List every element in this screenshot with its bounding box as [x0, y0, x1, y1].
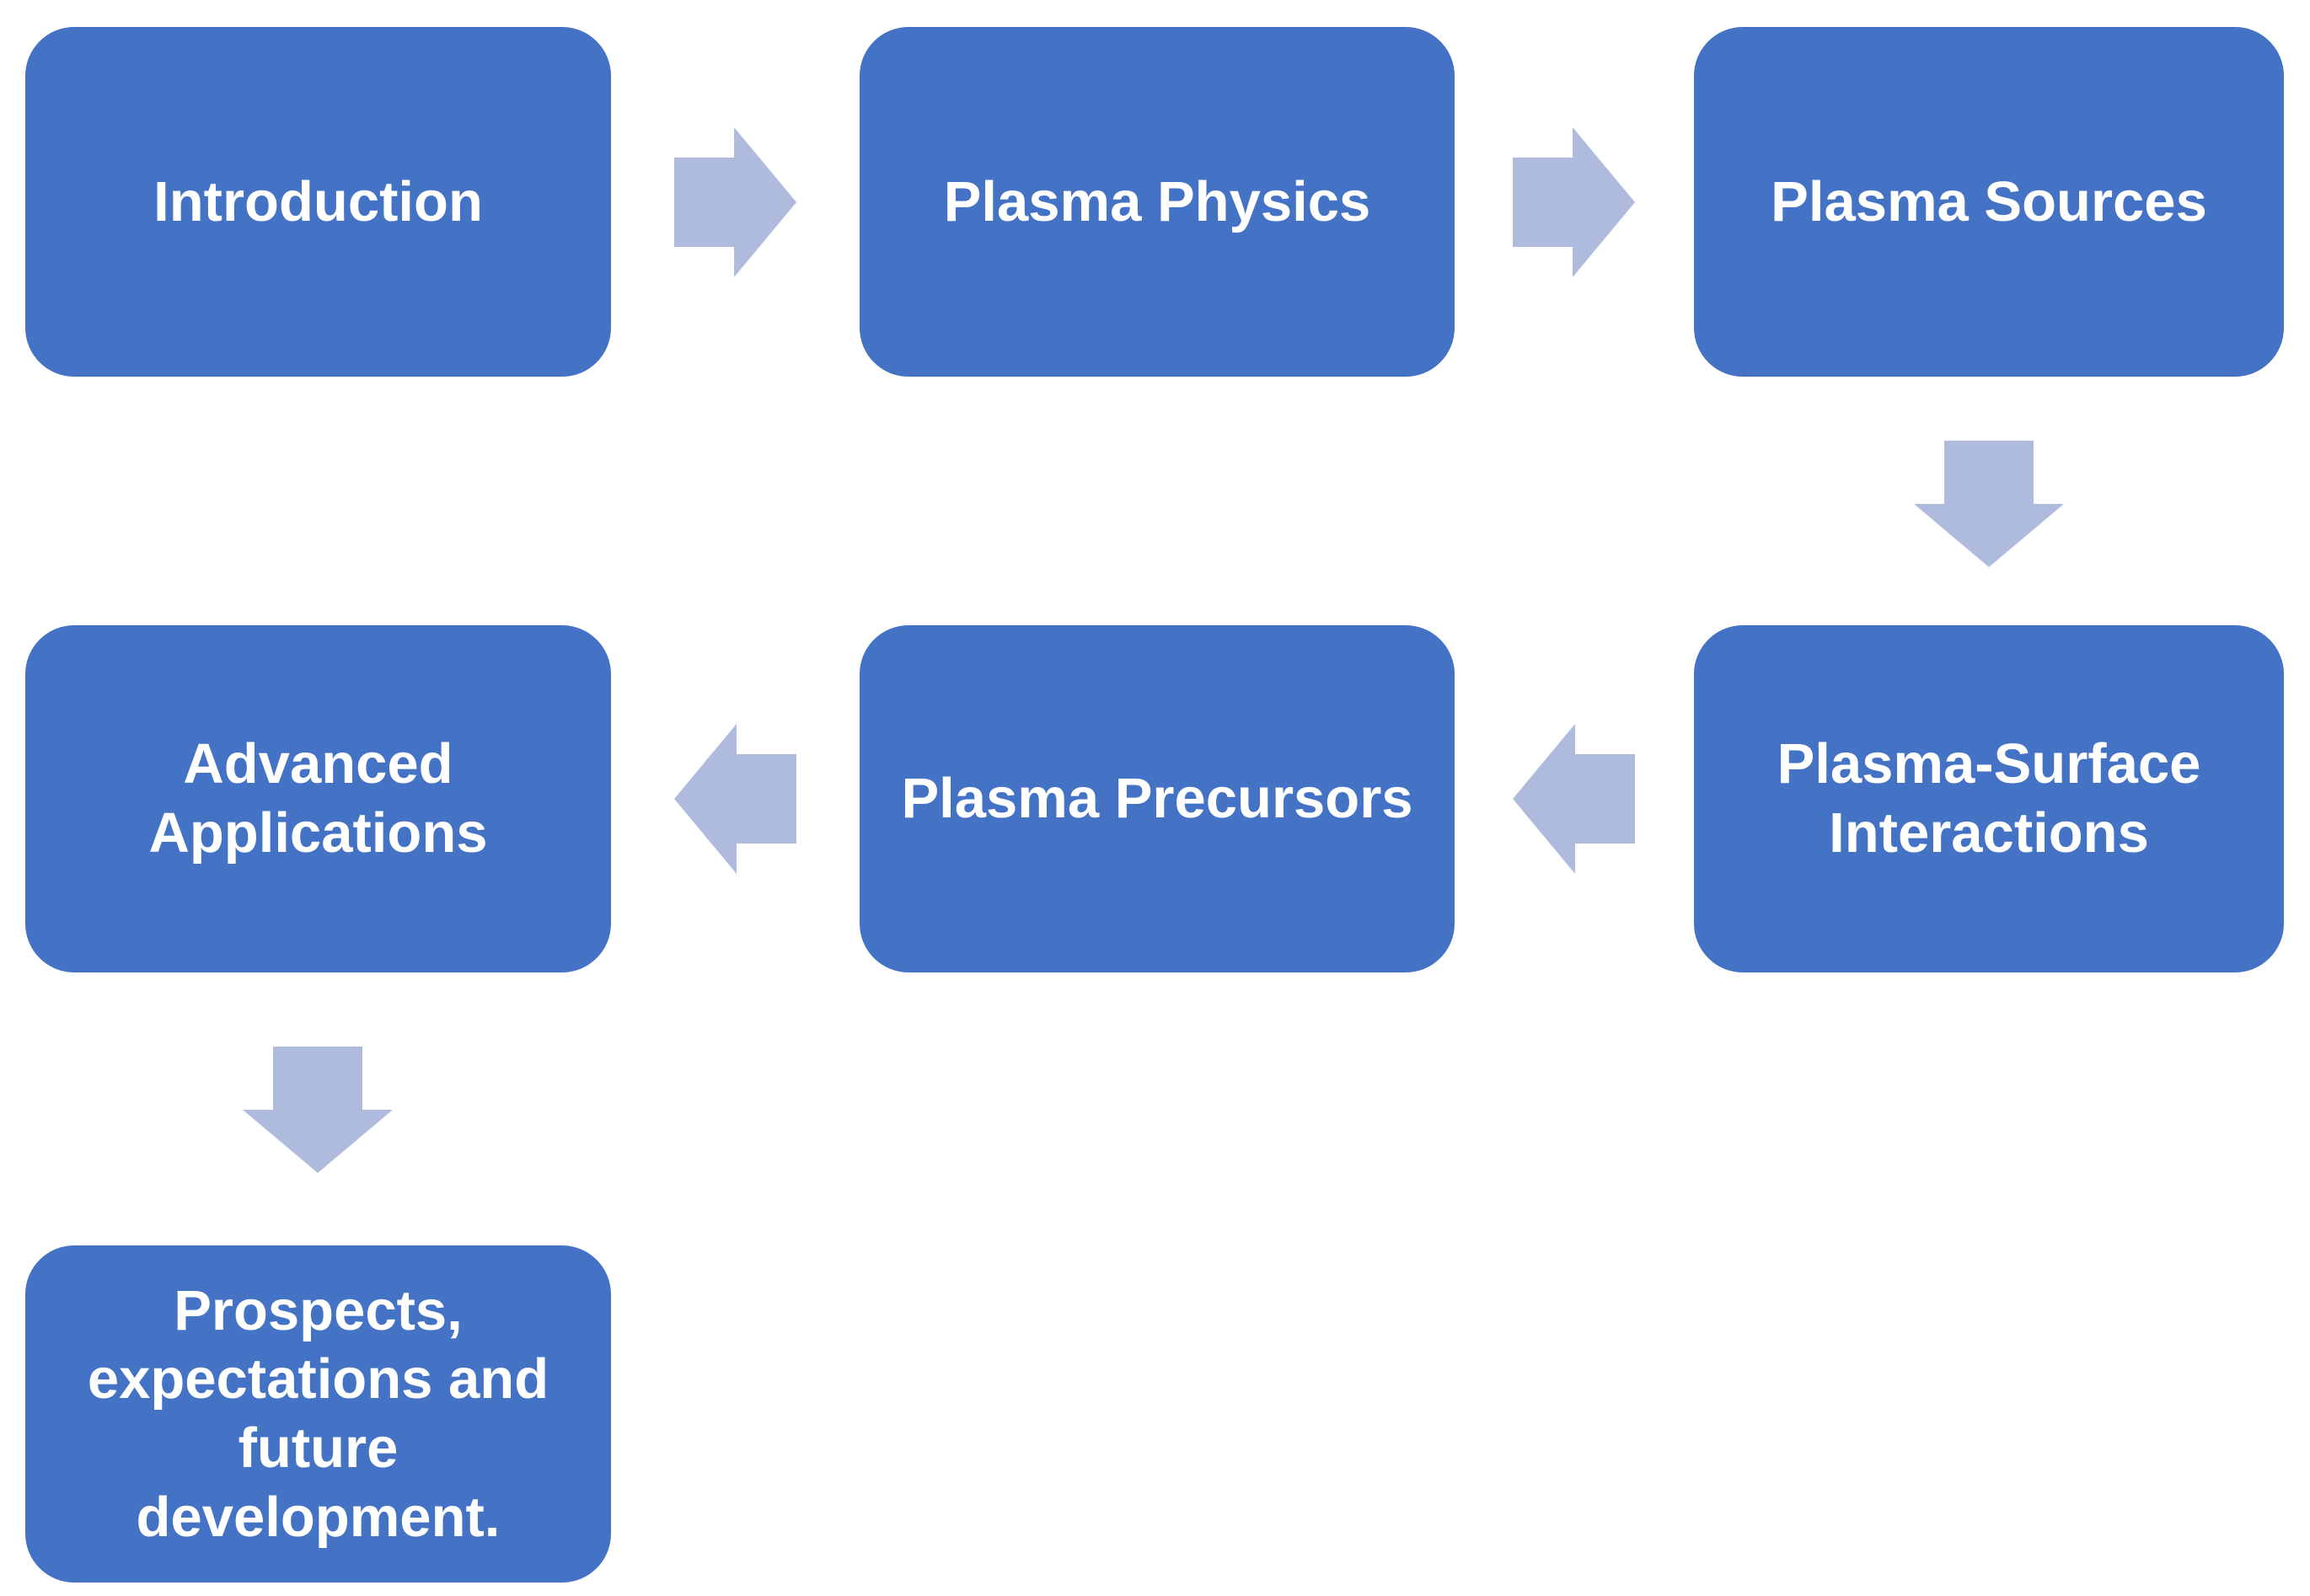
- node-plasma-surface-interactions-label: Plasma-Surface Interactions: [1777, 732, 2201, 865]
- node-plasma-physics-label: Plasma Physics: [943, 169, 1371, 233]
- arrow-left-icon: [1513, 724, 1635, 874]
- node-introduction: Introduction: [25, 27, 611, 377]
- node-advanced-applications-label: Advanced Applications: [148, 732, 488, 865]
- node-prospects-label: Prospects, expectations and future devel…: [87, 1278, 549, 1549]
- arrow-right-icon: [674, 127, 796, 277]
- node-advanced-applications: Advanced Applications: [25, 625, 611, 972]
- node-plasma-sources-label: Plasma Sources: [1771, 169, 2207, 233]
- node-plasma-physics: Plasma Physics: [860, 27, 1455, 377]
- arrow-down-icon: [1914, 441, 2064, 567]
- arrow-left-icon: [674, 724, 796, 874]
- node-plasma-precursors-label: Plasma Precursors: [901, 767, 1413, 831]
- arrow-right-icon: [1513, 127, 1635, 277]
- node-prospects: Prospects, expectations and future devel…: [25, 1245, 611, 1583]
- node-introduction-label: Introduction: [153, 169, 483, 233]
- node-plasma-sources: Plasma Sources: [1694, 27, 2284, 377]
- arrow-down-icon: [243, 1047, 393, 1173]
- node-plasma-surface-interactions: Plasma-Surface Interactions: [1694, 625, 2284, 972]
- node-plasma-precursors: Plasma Precursors: [860, 625, 1455, 972]
